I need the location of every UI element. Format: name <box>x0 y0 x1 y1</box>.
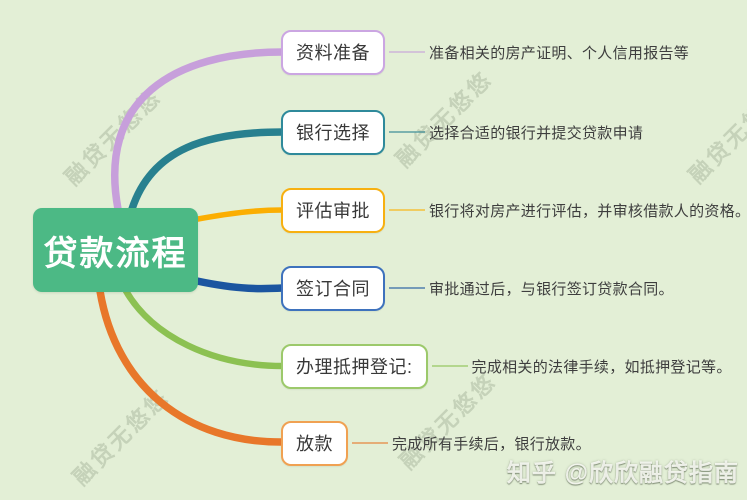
branch-note: 完成相关的法律手续，如抵押登记等。 <box>471 358 732 376</box>
note-connector <box>352 442 388 444</box>
branch-row-materials: 资料准备 准备相关的房产证明、个人信用报告等 <box>281 29 689 75</box>
topic-node-appraisal[interactable]: 评估审批 <box>281 187 385 233</box>
root-node-loan-process[interactable]: 贷款流程 <box>33 208 198 292</box>
branch-row-bank-selection: 银行选择 选择合适的银行并提交贷款申请 <box>281 109 643 155</box>
branch-curve-appraisal <box>195 207 286 222</box>
topic-node-mortgage[interactable]: 办理抵押登记: <box>281 343 428 389</box>
topic-node-bank-selection[interactable]: 银行选择 <box>281 109 385 155</box>
branch-note: 选择合适的银行并提交贷款申请 <box>429 124 644 142</box>
branch-curve-bank-selection <box>128 128 287 213</box>
branch-curve-disbursement <box>96 287 287 446</box>
branch-row-appraisal: 评估审批 银行将对房产进行评估，并审核借款人的资格。 <box>281 187 747 233</box>
branch-row-disbursement: 放款 完成所有手续后，银行放款。 <box>281 420 591 466</box>
note-connector <box>389 51 425 53</box>
note-connector <box>389 209 425 211</box>
topic-node-contract[interactable]: 签订合同 <box>281 265 385 311</box>
topic-node-materials[interactable]: 资料准备 <box>281 29 385 75</box>
note-connector <box>431 365 468 367</box>
note-connector <box>389 287 425 289</box>
branch-curve-mortgage <box>122 287 287 370</box>
branch-row-mortgage: 办理抵押登记: 完成相关的法律手续，如抵押登记等。 <box>281 343 732 389</box>
note-connector <box>389 131 425 133</box>
branch-note: 银行将对房产进行评估，并审核借款人的资格。 <box>429 202 747 220</box>
branch-note: 审批通过后，与银行签订贷款合同。 <box>429 280 674 298</box>
branch-row-contract: 签订合同 审批通过后，与银行签订贷款合同。 <box>281 265 674 311</box>
branch-note: 完成所有手续后，银行放款。 <box>392 435 591 453</box>
topic-node-disbursement[interactable]: 放款 <box>281 420 348 466</box>
branch-note: 准备相关的房产证明、个人信用报告等 <box>429 44 690 62</box>
zhihu-credit-watermark: 知乎 @欣欣融贷指南 <box>506 460 739 487</box>
branch-curve-contract <box>193 277 287 293</box>
branch-curve-materials <box>110 48 287 213</box>
